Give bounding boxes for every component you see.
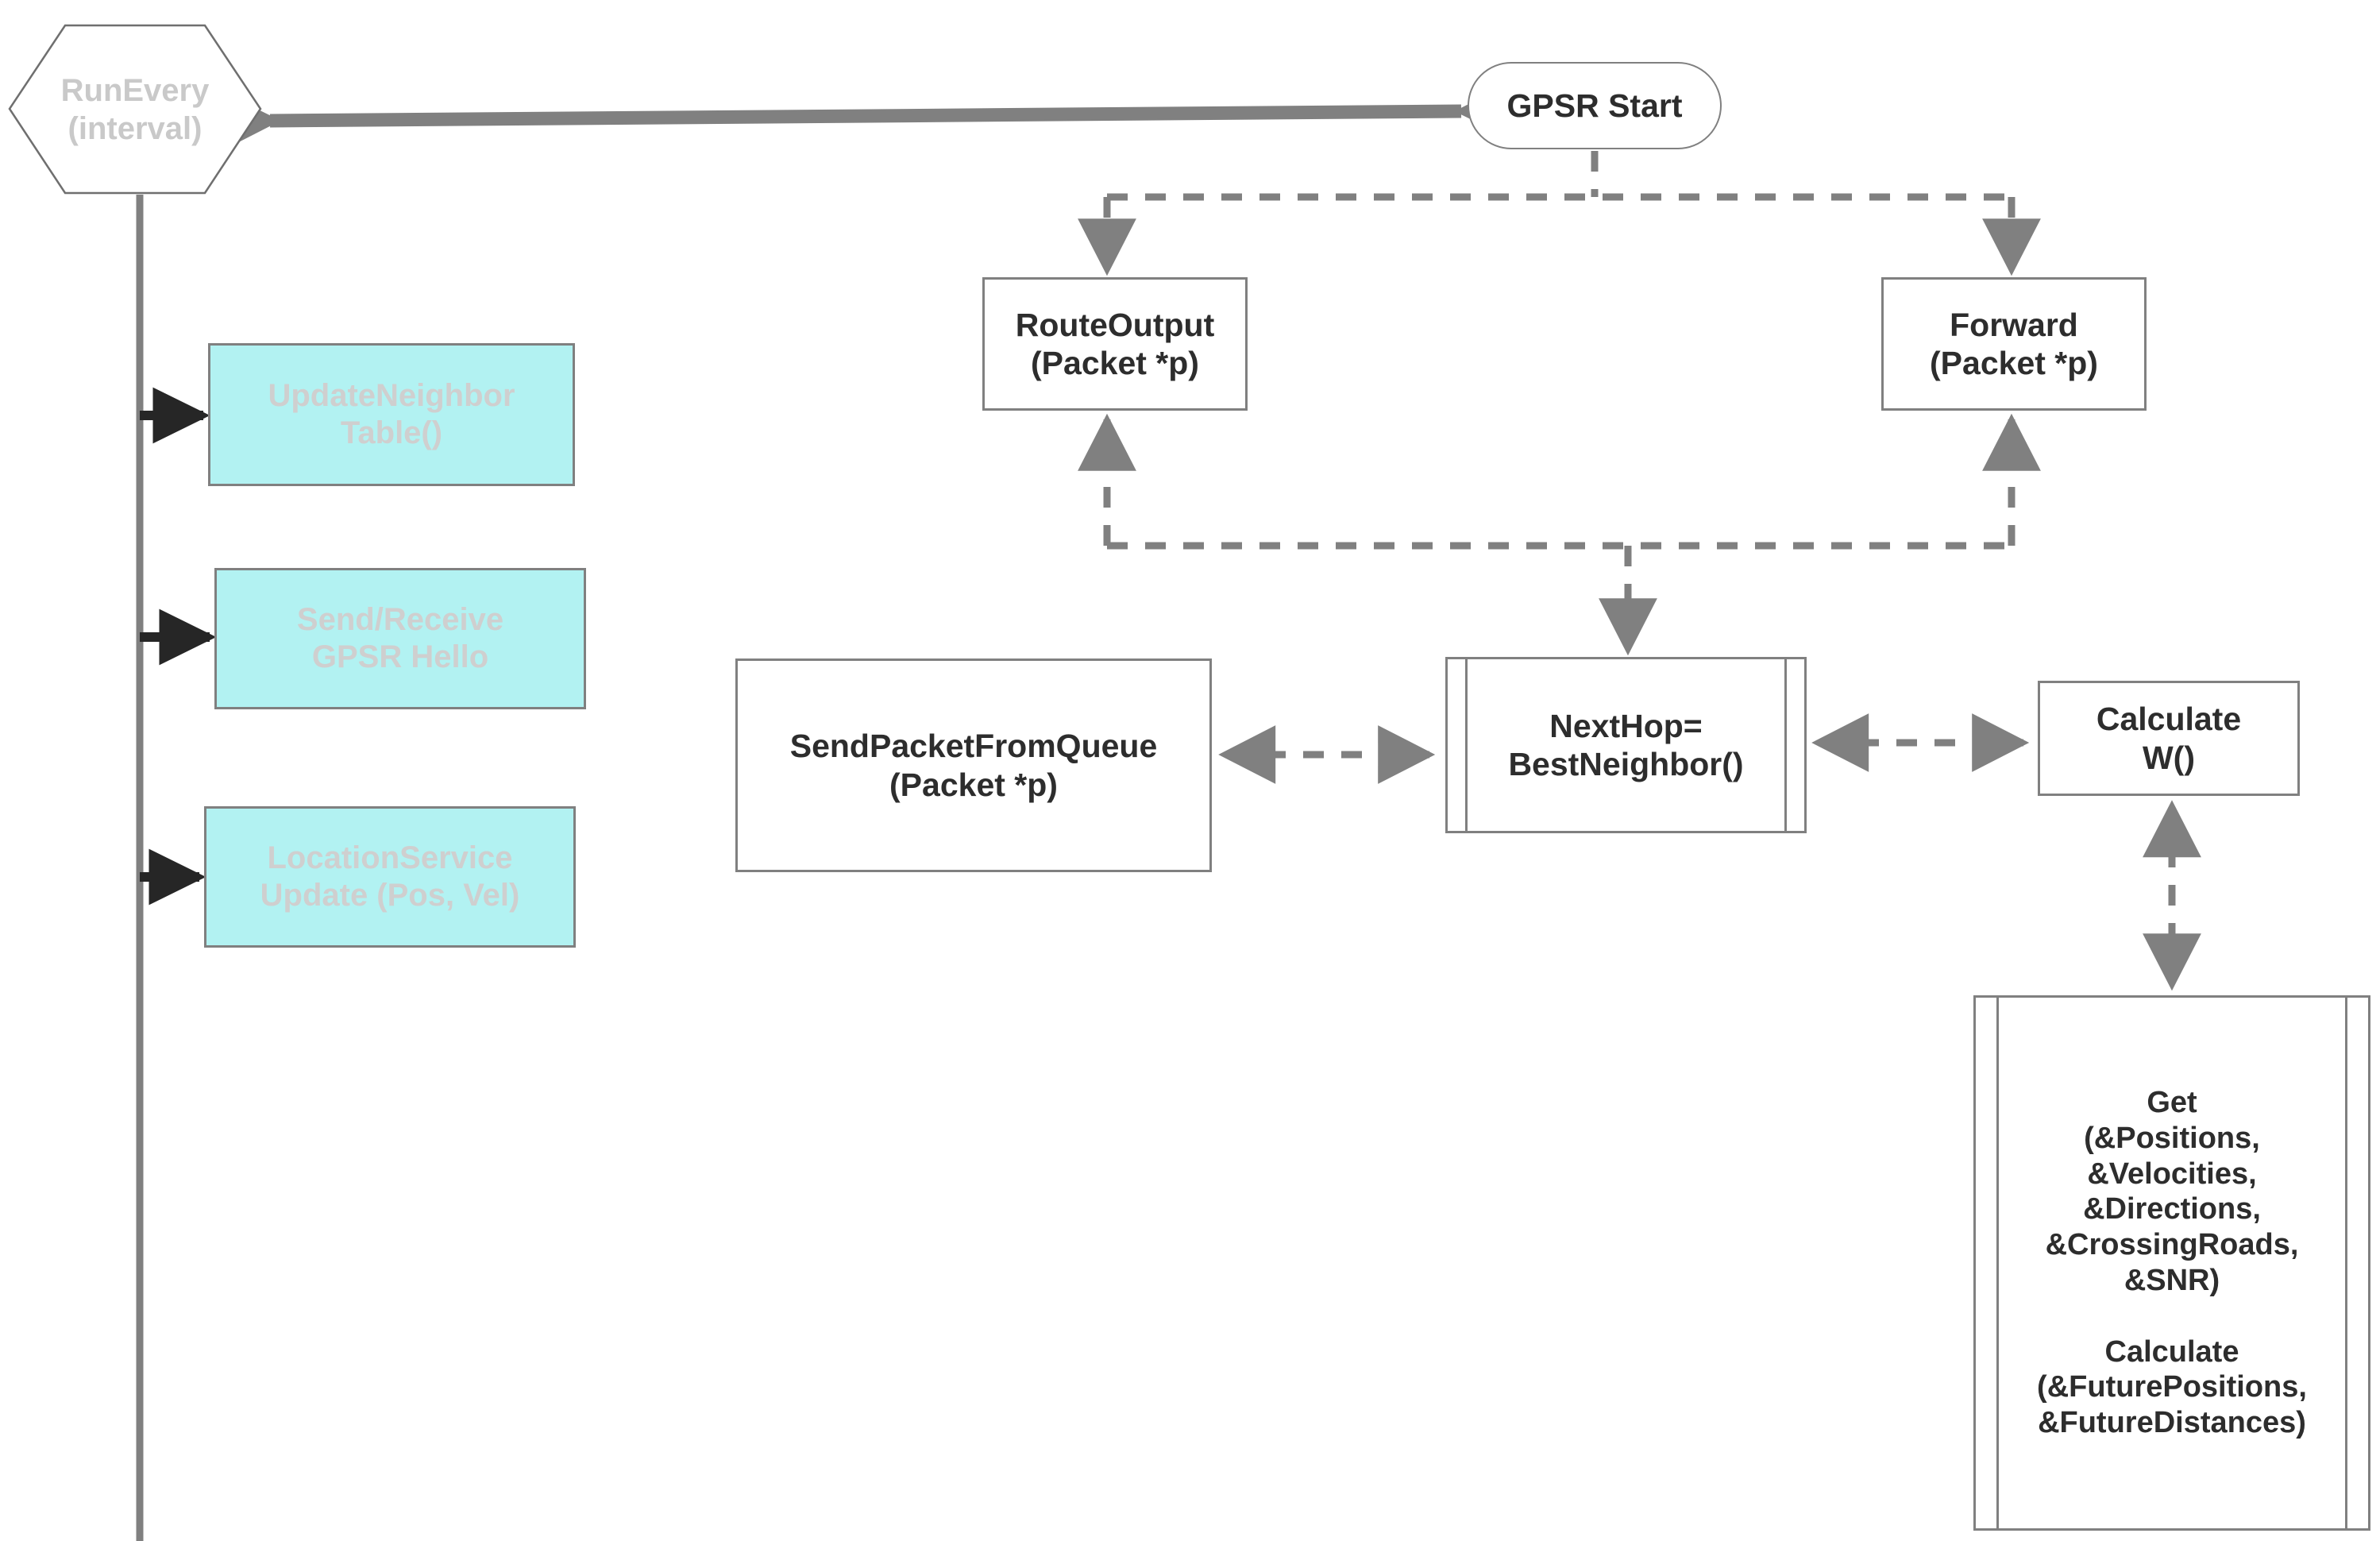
node-route-output-label: RouteOutput (Packet *p) — [1015, 306, 1215, 381]
node-get-calculate[interactable]: Get (&Positions, &Velocities, &Direction… — [1973, 995, 2370, 1531]
node-update-neighbor-table-label: UpdateNeighbor Table() — [268, 377, 515, 450]
node-location-service-update-label: LocationService Update (Pos, Vel) — [260, 840, 520, 913]
edge-start-to-runevery — [228, 84, 1508, 148]
node-route-output[interactable]: RouteOutput (Packet *p) — [982, 277, 1248, 411]
node-next-hop-best-neighbor-label: NextHop= BestNeighbor() — [1508, 707, 1744, 782]
node-run-every-label: RunEvery (interval) — [60, 72, 210, 146]
node-gpsr-start[interactable]: GPSR Start — [1468, 62, 1722, 149]
edge-start-to-routeoutput-forward — [1078, 151, 2041, 276]
node-calculate-w-label: Calculate W() — [2096, 701, 2242, 776]
node-send-receive-gpsr-hello[interactable]: Send/Receive GPSR Hello — [214, 568, 586, 709]
node-calculate-w[interactable]: Calculate W() — [2038, 681, 2300, 796]
node-forward-label: Forward (Packet *p) — [1930, 306, 2098, 381]
node-send-packet-from-queue[interactable]: SendPacketFromQueue (Packet *p) — [735, 658, 1212, 872]
node-send-packet-from-queue-label: SendPacketFromQueue (Packet *p) — [789, 728, 1158, 803]
hexagon-shape — [8, 24, 262, 195]
node-send-receive-gpsr-hello-label: Send/Receive GPSR Hello — [296, 601, 504, 674]
node-forward[interactable]: Forward (Packet *p) — [1881, 277, 2147, 411]
node-get-calculate-label: Get (&Positions, &Velocities, &Direction… — [2037, 1085, 2307, 1440]
node-next-hop-best-neighbor[interactable]: NextHop= BestNeighbor() — [1445, 657, 1807, 833]
node-update-neighbor-table[interactable]: UpdateNeighbor Table() — [208, 343, 575, 486]
node-location-service-update[interactable]: LocationService Update (Pos, Vel) — [204, 806, 576, 948]
node-run-every[interactable]: RunEvery (interval) — [8, 24, 262, 195]
node-gpsr-start-label: GPSR Start — [1506, 87, 1683, 124]
edge-join-to-nexthop — [1078, 413, 2041, 656]
